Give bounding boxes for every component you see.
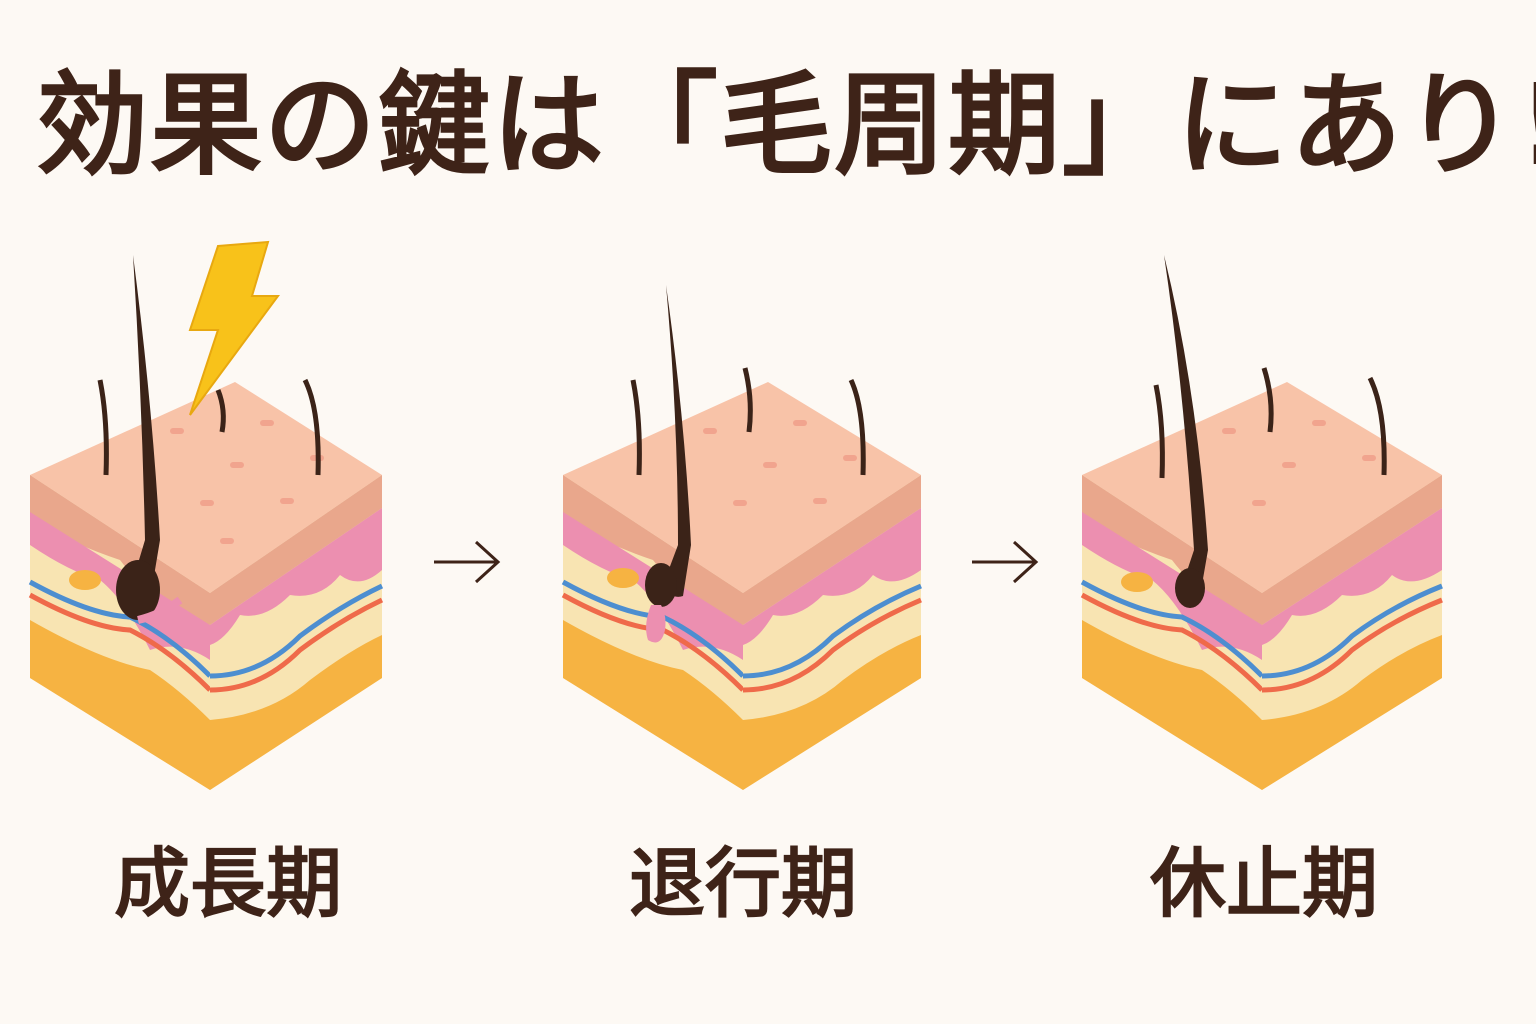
- artery-left: [1080, 592, 1264, 692]
- vein-right: [742, 583, 922, 679]
- main-hair: [663, 285, 691, 597]
- skin-cross-section-anagen: [28, 240, 384, 790]
- papilla: [137, 596, 183, 624]
- hair-bulb: [1175, 568, 1205, 608]
- artery-right: [209, 597, 384, 693]
- stage-label-catagen: 退行期: [629, 839, 857, 928]
- vein-left: [1080, 579, 1264, 678]
- hair-bulb: [116, 560, 160, 620]
- fat-right: [1262, 635, 1442, 790]
- fat-left: [563, 620, 743, 790]
- artery-right: [742, 597, 922, 693]
- dermis-pink-left: [1082, 512, 1262, 660]
- skin-surface: [1082, 382, 1442, 593]
- stage-catagen: 退行期: [561, 0, 963, 922]
- stage-anagen: 成長期: [28, 0, 430, 922]
- vein-right: [1261, 583, 1443, 679]
- short-hair-1: [97, 379, 109, 476]
- artery-left: [28, 592, 212, 692]
- epidermis-right: [743, 475, 921, 625]
- epidermis-left: [563, 475, 743, 625]
- vein-right: [209, 583, 384, 679]
- dermis-pink-right: [210, 508, 382, 645]
- skin-surface: [30, 382, 382, 593]
- main-hair: [1164, 255, 1208, 600]
- short-hair-1: [630, 379, 642, 476]
- hair-bulb: [645, 563, 677, 607]
- short-hair-3: [1367, 376, 1387, 476]
- short-hair-2: [215, 389, 226, 433]
- pores: [703, 420, 857, 506]
- fat-right: [743, 635, 921, 790]
- artery-right: [1261, 597, 1443, 693]
- short-hair-3: [848, 378, 866, 476]
- pores: [170, 420, 324, 544]
- epidermis-right: [1262, 475, 1442, 625]
- short-hair-1: [1153, 384, 1165, 479]
- epidermis-right: [210, 475, 382, 625]
- stage-label-telogen: 休止期: [1150, 839, 1378, 928]
- papilla: [646, 605, 666, 643]
- stage-label-anagen: 成長期: [114, 839, 342, 928]
- sebaceous-gland: [1121, 572, 1153, 592]
- skin-cross-section-catagen: [561, 285, 922, 790]
- short-hair-2: [1261, 367, 1274, 433]
- lightning-icon: [188, 240, 280, 416]
- fat-left: [30, 620, 210, 790]
- main-hair: [130, 255, 160, 602]
- page-title: 効果の鍵は「毛周期」にあり!: [36, 61, 1536, 191]
- dermis-pink-right: [743, 508, 921, 645]
- epidermis-left: [30, 475, 210, 625]
- stage-telogen: 休止期: [1080, 0, 1482, 922]
- short-hair-3: [302, 378, 321, 476]
- arrow-right-icon: [434, 540, 501, 584]
- sebaceous-gland: [69, 570, 101, 590]
- skin-surface: [563, 382, 921, 593]
- epidermis-left: [1082, 475, 1262, 625]
- short-hair-2: [742, 367, 753, 433]
- dermis-pink-right: [1262, 508, 1442, 645]
- fat-left: [1082, 620, 1262, 790]
- fat-right: [210, 635, 382, 790]
- arrow-right-icon: [972, 540, 1039, 584]
- pores: [1222, 420, 1376, 506]
- sebaceous-gland: [607, 568, 639, 588]
- skin-cross-section-telogen: [1080, 255, 1443, 790]
